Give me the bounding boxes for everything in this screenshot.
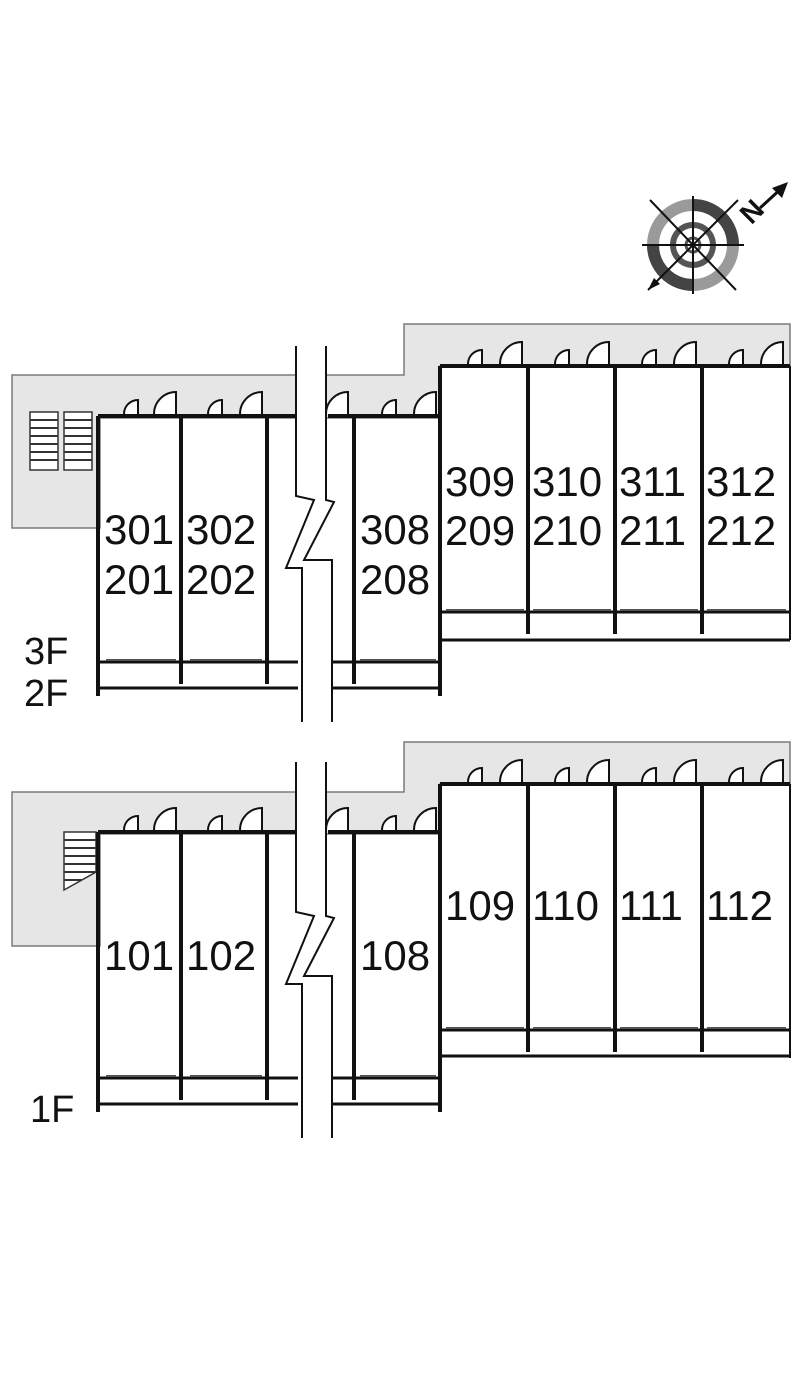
unit-label: 309 <box>445 458 515 505</box>
unit-label: 108 <box>360 932 430 979</box>
ground-east-wing <box>440 782 791 1058</box>
unit-label: 112 <box>706 882 773 929</box>
stairs-icon <box>29 411 93 471</box>
ground-west-unit-labels: 101 102 108 <box>104 932 430 979</box>
compass-rose-icon <box>642 182 788 294</box>
floor-label-3f: 3F <box>24 631 68 673</box>
unit-label: 102 <box>186 932 256 979</box>
ground-windows <box>106 1027 786 1077</box>
unit-label: 211 <box>619 507 686 554</box>
upper-doors <box>123 340 784 415</box>
floor-label-2f: 2F <box>24 673 68 715</box>
stairs-icon <box>63 831 97 892</box>
unit-label: 310 <box>532 458 602 505</box>
unit-label: 208 <box>360 556 430 603</box>
unit-label: 101 <box>104 932 174 979</box>
unit-label: 212 <box>706 507 776 554</box>
upper-floor-plan: 301 201 302 202 308 208 309 209 310 210 … <box>11 323 791 722</box>
unit-label: 111 <box>619 882 683 929</box>
compass-north-label: N <box>734 194 770 230</box>
upper-east-wing <box>440 364 791 642</box>
unit-label: 308 <box>360 506 430 553</box>
upper-west-wing <box>96 366 442 696</box>
ground-doors <box>123 758 784 831</box>
unit-label: 210 <box>532 507 602 554</box>
unit-label: 311 <box>619 458 686 505</box>
unit-label: 110 <box>532 882 599 929</box>
upper-break-mark <box>284 346 336 722</box>
upper-windows <box>106 609 786 661</box>
unit-label: 301 <box>104 506 174 553</box>
ground-east-unit-labels: 109 110 111 112 <box>445 882 773 929</box>
upper-east-unit-labels: 309 209 310 210 311 211 312 212 <box>445 458 776 554</box>
unit-label: 202 <box>186 556 256 603</box>
ground-west-wing <box>96 784 442 1112</box>
unit-label: 302 <box>186 506 256 553</box>
unit-label: 209 <box>445 507 515 554</box>
ground-break-mark <box>284 762 336 1138</box>
unit-label: 109 <box>445 882 515 929</box>
upper-west-unit-labels: 301 201 302 202 308 208 <box>104 506 430 603</box>
unit-label: 312 <box>706 458 776 505</box>
floor-label-1f: 1F <box>30 1089 74 1131</box>
unit-label: 201 <box>104 556 174 603</box>
ground-floor-plan: 101 102 108 109 110 111 112 1F <box>11 741 791 1138</box>
